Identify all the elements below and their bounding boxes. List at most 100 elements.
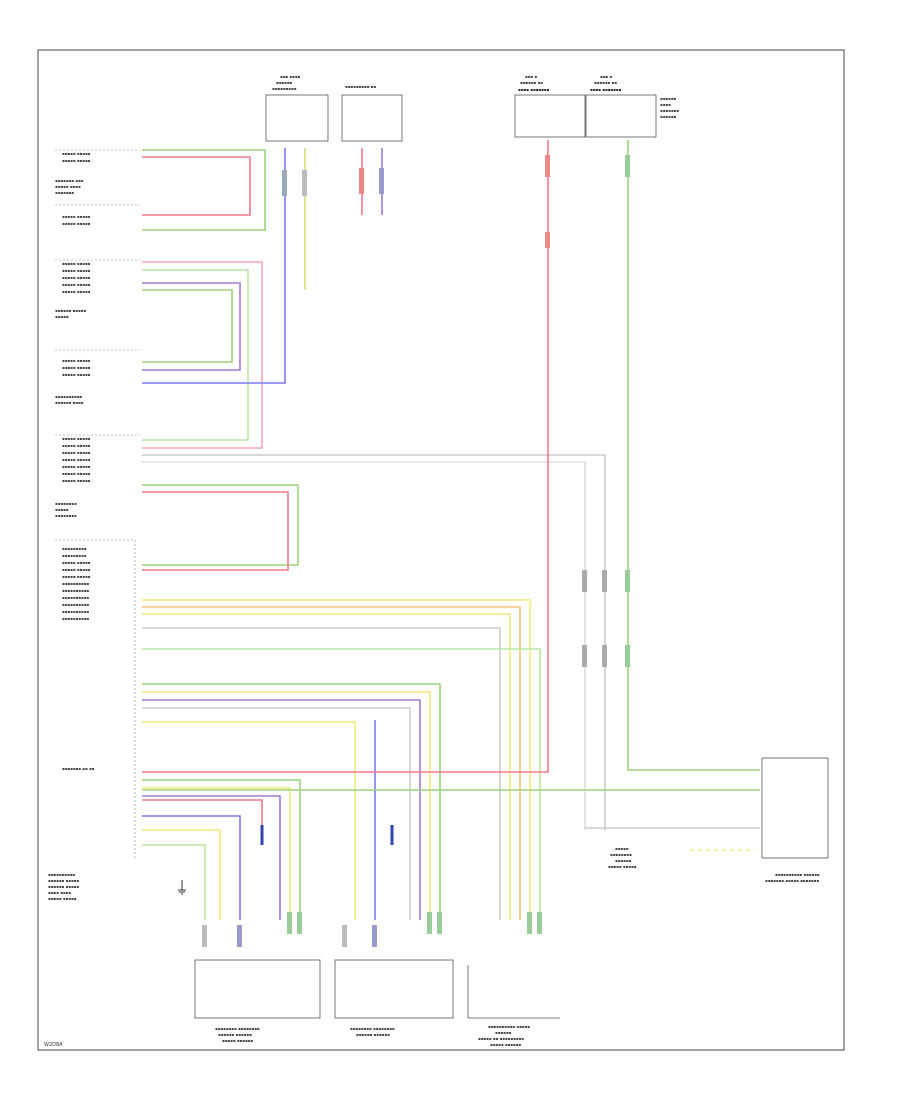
connector-icon xyxy=(379,168,384,194)
footer-code: W2D8A xyxy=(44,1042,63,1048)
svg-text:▪▪▪▪▪▪ ▪▪▪▪▪▪: ▪▪▪▪▪▪ ▪▪▪▪▪▪ xyxy=(356,1032,390,1037)
connector-icon xyxy=(625,570,630,592)
connector-icon xyxy=(582,645,587,667)
svg-text:▪▪▪▪▪ ▪▪▪▪▪: ▪▪▪▪▪ ▪▪▪▪▪ xyxy=(62,478,91,483)
svg-text:▪▪▪▪▪▪▪▪▪▪: ▪▪▪▪▪▪▪▪▪▪ xyxy=(62,609,89,614)
svg-text:▪▪▪▪▪ ▪▪▪▪▪: ▪▪▪▪▪ ▪▪▪▪▪ xyxy=(62,275,91,280)
svg-text:▪▪▪ ▪: ▪▪▪ ▪ xyxy=(525,74,537,79)
svg-text:▪▪▪▪▪ ▪▪▪▪▪: ▪▪▪▪▪ ▪▪▪▪▪ xyxy=(62,450,91,455)
connector-icon xyxy=(202,925,207,947)
svg-text:▪▪▪▪▪▪▪▪▪: ▪▪▪▪▪▪▪▪▪ xyxy=(272,86,297,91)
top-components: ▪▪▪ ▪▪▪▪ ▪▪▪▪▪▪ ▪▪▪▪▪▪▪▪▪ ▪▪▪▪▪▪▪▪▪ ▪▪ ▪… xyxy=(265,74,679,142)
wires-lower xyxy=(142,140,760,920)
bottom-components: ▪▪▪▪▪▪▪▪ ▪▪▪▪▪▪▪▪ ▪▪▪▪▪▪ ▪▪▪▪▪▪ ▪▪▪▪▪ ▪▪… xyxy=(194,912,560,1047)
svg-text:▪▪▪▪▪ ▪▪▪▪▪: ▪▪▪▪▪ ▪▪▪▪▪ xyxy=(62,567,91,572)
svg-text:▪▪▪▪▪▪: ▪▪▪▪▪▪ xyxy=(660,114,677,119)
left-pin-labels: ▪▪▪▪▪ ▪▪▪▪▪ ▪▪▪▪▪ ▪▪▪▪▪ ▪▪▪▪▪▪▪ ▪▪▪ ▪▪▪▪… xyxy=(48,151,95,901)
svg-text:▪▪▪▪▪ ▪▪▪▪▪: ▪▪▪▪▪ ▪▪▪▪▪ xyxy=(62,268,91,273)
svg-text:▪▪▪ ▪▪▪▪: ▪▪▪ ▪▪▪▪ xyxy=(280,74,301,79)
svg-text:▪▪▪▪▪ ▪▪▪▪▪: ▪▪▪▪▪ ▪▪▪▪▪ xyxy=(62,457,91,462)
svg-text:▪▪▪▪▪ ▪▪▪▪▪: ▪▪▪▪▪ ▪▪▪▪▪ xyxy=(62,365,91,370)
svg-text:▪▪▪▪ ▪▪▪▪▪▪▪: ▪▪▪▪ ▪▪▪▪▪▪▪ xyxy=(518,87,550,92)
connector-icon xyxy=(372,925,377,947)
svg-text:▪▪▪▪▪▪ ▪▪▪▪▪: ▪▪▪▪▪▪ ▪▪▪▪▪ xyxy=(48,878,79,883)
svg-text:▪▪▪▪▪▪ ▪▪▪▪▪▪: ▪▪▪▪▪▪ ▪▪▪▪▪▪ xyxy=(218,1032,252,1037)
svg-text:▪▪▪▪▪ ▪▪▪▪▪: ▪▪▪▪▪ ▪▪▪▪▪ xyxy=(62,282,91,287)
connector-icon xyxy=(237,925,242,947)
wires-middle xyxy=(142,454,606,920)
svg-text:▪▪▪ ▪: ▪▪▪ ▪ xyxy=(600,74,612,79)
svg-text:▪▪▪▪▪: ▪▪▪▪▪ xyxy=(55,314,69,319)
connector-icon xyxy=(427,912,432,934)
svg-text:▪▪▪▪▪ ▪▪▪▪▪: ▪▪▪▪▪ ▪▪▪▪▪ xyxy=(62,574,91,579)
svg-text:▪▪▪▪▪▪▪▪▪▪: ▪▪▪▪▪▪▪▪▪▪ xyxy=(62,588,89,593)
svg-text:▪▪▪▪▪▪▪▪ ▪▪▪▪▪▪▪▪: ▪▪▪▪▪▪▪▪ ▪▪▪▪▪▪▪▪ xyxy=(215,1026,260,1031)
svg-text:▪▪▪▪▪▪▪ ▪▪▪▪▪ ▪▪▪▪▪▪▪: ▪▪▪▪▪▪▪ ▪▪▪▪▪ ▪▪▪▪▪▪▪ xyxy=(765,878,819,883)
svg-text:▪▪▪▪▪ ▪▪▪▪▪: ▪▪▪▪▪ ▪▪▪▪▪ xyxy=(62,436,91,441)
svg-text:▪▪▪▪▪ ▪▪▪▪▪: ▪▪▪▪▪ ▪▪▪▪▪ xyxy=(62,261,91,266)
svg-text:▪▪▪▪▪ ▪▪▪▪▪: ▪▪▪▪▪ ▪▪▪▪▪ xyxy=(62,358,91,363)
connector-icon xyxy=(359,168,364,194)
svg-text:▪▪▪▪▪ ▪▪▪▪▪: ▪▪▪▪▪ ▪▪▪▪▪ xyxy=(62,151,91,156)
svg-text:▪▪▪▪▪: ▪▪▪▪▪ xyxy=(55,507,69,512)
connector-icon xyxy=(602,570,607,592)
svg-text:▪▪▪▪▪▪: ▪▪▪▪▪▪ xyxy=(615,858,632,863)
svg-text:▪▪▪▪▪▪ ▪▪: ▪▪▪▪▪▪ ▪▪ xyxy=(520,80,543,85)
svg-text:▪▪▪▪▪▪▪▪▪: ▪▪▪▪▪▪▪▪▪ xyxy=(62,553,87,558)
connector-icon xyxy=(545,232,550,248)
connector-icon xyxy=(287,912,292,934)
svg-text:▪▪▪▪▪▪▪▪▪▪: ▪▪▪▪▪▪▪▪▪▪ xyxy=(62,595,89,600)
svg-text:▪▪▪▪▪▪▪▪: ▪▪▪▪▪▪▪▪ xyxy=(55,501,77,506)
svg-text:▪▪▪▪▪▪: ▪▪▪▪▪▪ xyxy=(495,1030,512,1035)
connector-icon xyxy=(342,925,347,947)
right-component: ▪▪▪▪▪▪▪▪▪▪ ▪▪▪▪▪▪ ▪▪▪▪▪▪▪ ▪▪▪▪▪ ▪▪▪▪▪▪▪ … xyxy=(608,757,829,883)
svg-text:▪▪▪▪▪▪ ▪▪▪▪▪: ▪▪▪▪▪▪ ▪▪▪▪▪ xyxy=(48,884,79,889)
svg-text:▪▪▪▪▪▪▪▪▪▪: ▪▪▪▪▪▪▪▪▪▪ xyxy=(62,581,89,586)
svg-text:▪▪▪▪▪▪▪▪▪ ▪▪: ▪▪▪▪▪▪▪▪▪ ▪▪ xyxy=(345,84,376,89)
svg-text:▪▪▪▪▪▪▪▪▪▪: ▪▪▪▪▪▪▪▪▪▪ xyxy=(62,602,89,607)
svg-text:▪▪▪▪▪▪: ▪▪▪▪▪▪ xyxy=(276,80,293,85)
svg-text:▪▪▪▪▪▪: ▪▪▪▪▪▪ xyxy=(660,96,677,101)
svg-text:▪▪▪▪▪▪▪▪▪▪: ▪▪▪▪▪▪▪▪▪▪ xyxy=(48,872,75,877)
svg-text:▪▪▪▪: ▪▪▪▪ xyxy=(660,102,671,107)
svg-text:▪▪▪▪▪▪▪▪ ▪▪▪▪▪▪▪▪: ▪▪▪▪▪▪▪▪ ▪▪▪▪▪▪▪▪ xyxy=(350,1026,395,1031)
svg-text:▪▪▪▪▪ ▪▪▪▪▪: ▪▪▪▪▪ ▪▪▪▪▪ xyxy=(62,158,91,163)
svg-text:▪▪▪▪▪ ▪▪▪▪▪: ▪▪▪▪▪ ▪▪▪▪▪ xyxy=(62,443,91,448)
svg-text:▪▪▪▪▪ ▪▪▪▪: ▪▪▪▪▪ ▪▪▪▪ xyxy=(55,184,81,189)
connector-icon xyxy=(582,570,587,592)
ground-symbols xyxy=(178,825,394,895)
svg-text:▪▪▪▪▪ ▪▪▪▪▪: ▪▪▪▪▪ ▪▪▪▪▪ xyxy=(62,464,91,469)
svg-text:▪▪▪▪▪▪ ▪▪▪▪: ▪▪▪▪▪▪ ▪▪▪▪ xyxy=(55,400,84,405)
diagram-frame xyxy=(37,49,845,1051)
svg-text:▪▪▪▪▪▪ ▪▪: ▪▪▪▪▪▪ ▪▪ xyxy=(594,80,617,85)
connector-icon xyxy=(625,645,630,667)
svg-text:▪▪▪▪▪ ▪▪▪▪▪: ▪▪▪▪▪ ▪▪▪▪▪ xyxy=(62,289,91,294)
connector-icon xyxy=(625,155,630,177)
svg-text:▪▪▪▪▪▪▪▪: ▪▪▪▪▪▪▪▪ xyxy=(55,513,77,518)
module-outlines xyxy=(55,149,140,860)
svg-text:▪▪▪▪▪▪▪: ▪▪▪▪▪▪▪ xyxy=(55,190,74,195)
svg-text:▪▪▪▪▪ ▪▪ ▪▪▪▪▪▪▪▪▪: ▪▪▪▪▪ ▪▪ ▪▪▪▪▪▪▪▪▪ xyxy=(478,1036,524,1041)
ground-icon xyxy=(178,880,186,895)
svg-text:▪▪▪▪▪▪▪ ▪▪▪: ▪▪▪▪▪▪▪ ▪▪▪ xyxy=(55,178,84,183)
svg-text:▪▪▪▪▪▪▪▪▪▪ ▪▪▪▪▪▪: ▪▪▪▪▪▪▪▪▪▪ ▪▪▪▪▪▪ xyxy=(775,872,820,877)
svg-text:▪▪▪▪▪▪▪▪▪▪: ▪▪▪▪▪▪▪▪▪▪ xyxy=(55,394,82,399)
svg-text:▪▪▪▪▪ ▪▪▪▪▪: ▪▪▪▪▪ ▪▪▪▪▪ xyxy=(62,221,91,226)
svg-text:▪▪▪▪▪: ▪▪▪▪▪ xyxy=(615,846,629,851)
svg-text:▪▪▪▪▪ ▪▪▪▪▪: ▪▪▪▪▪ ▪▪▪▪▪ xyxy=(62,214,91,219)
svg-text:▪▪▪▪ ▪▪▪▪: ▪▪▪▪ ▪▪▪▪ xyxy=(48,890,71,895)
svg-text:▪▪▪▪▪▪▪: ▪▪▪▪▪▪▪ xyxy=(660,108,679,113)
connector-icon xyxy=(545,155,550,177)
connector-icon xyxy=(527,912,532,934)
svg-text:▪▪▪▪ ▪▪▪▪▪▪▪: ▪▪▪▪ ▪▪▪▪▪▪▪ xyxy=(590,87,622,92)
connector-icon xyxy=(282,170,287,196)
svg-text:▪▪▪▪▪▪▪▪▪: ▪▪▪▪▪▪▪▪▪ xyxy=(62,546,87,551)
svg-text:▪▪▪▪▪ ▪▪▪▪▪▪: ▪▪▪▪▪ ▪▪▪▪▪▪ xyxy=(490,1042,521,1047)
svg-text:▪▪▪▪▪▪▪▪▪▪: ▪▪▪▪▪▪▪▪▪▪ xyxy=(62,616,89,621)
svg-text:▪▪▪▪▪▪▪ ▪▪ ▪▪: ▪▪▪▪▪▪▪ ▪▪ ▪▪ xyxy=(62,766,95,771)
svg-text:▪▪▪▪▪▪▪▪▪▪ ▪▪▪▪▪: ▪▪▪▪▪▪▪▪▪▪ ▪▪▪▪▪ xyxy=(488,1024,530,1029)
svg-text:▪▪▪▪▪▪▪▪: ▪▪▪▪▪▪▪▪ xyxy=(610,852,632,857)
svg-text:▪▪▪▪▪ ▪▪▪▪▪: ▪▪▪▪▪ ▪▪▪▪▪ xyxy=(62,372,91,377)
connector-markers xyxy=(282,155,630,667)
